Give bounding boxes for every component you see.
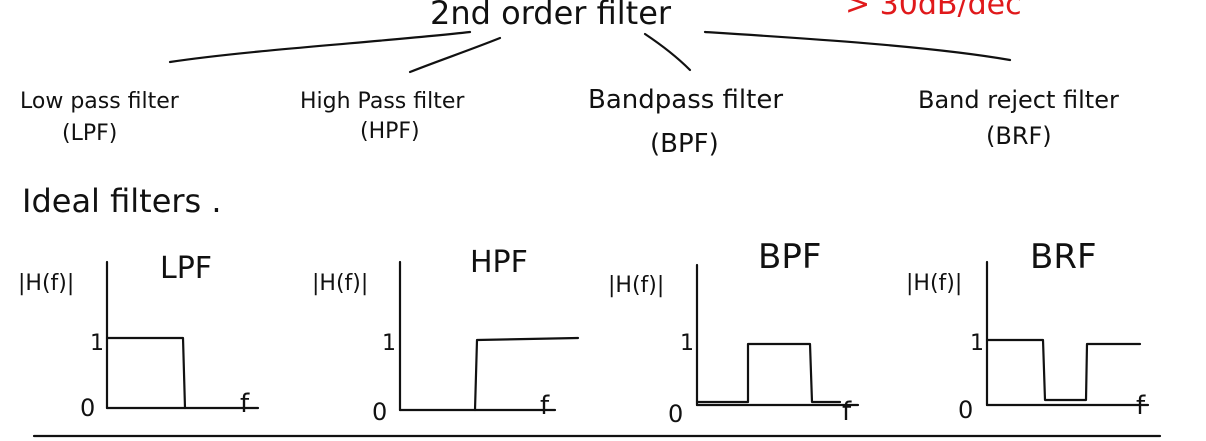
title-lpf: LPF	[160, 251, 212, 286]
connector-lpf	[168, 30, 472, 64]
response-bpf	[695, 342, 842, 404]
one-label-brf: 1	[970, 331, 984, 356]
plot-brf: |H(f)| BRF 1 0 f	[906, 237, 1150, 424]
one-label-hpf: 1	[382, 331, 396, 356]
one-label-lpf: 1	[90, 331, 104, 356]
plot-hpf: |H(f)| HPF 1 0 f	[312, 245, 580, 426]
connector-hpf	[408, 36, 502, 74]
ylabel-lpf: |H(f)|	[18, 271, 74, 296]
filter-abbr-lpf: (LPF)	[62, 121, 117, 146]
plot-lpf: |H(f)| LPF 1 0 f	[18, 251, 260, 422]
ylabel-hpf: |H(f)|	[312, 271, 368, 296]
filter-name-lpf: Low pass filter	[20, 89, 180, 114]
title-hpf: HPF	[470, 245, 528, 280]
filter-name-bpf: Bandpass filter	[588, 85, 783, 115]
one-label-bpf: 1	[680, 331, 694, 356]
xlabel-hpf: f	[540, 391, 550, 421]
filter-abbr-bpf: (BPF)	[650, 129, 719, 159]
filter-name-hpf: High Pass filter	[300, 89, 465, 114]
zero-label-bpf: 0	[668, 400, 683, 428]
zero-label-brf: 0	[958, 396, 973, 424]
heading: 2nd order filter	[430, 0, 672, 32]
title-brf: BRF	[1030, 237, 1097, 277]
connector-bpf	[643, 32, 692, 72]
zero-label-hpf: 0	[372, 398, 387, 426]
filter-name-brf: Band reject filter	[918, 86, 1119, 114]
filter-abbr-brf: (BRF)	[986, 122, 1052, 150]
response-lpf	[105, 336, 187, 410]
red-note: > 30dB/dec	[845, 0, 1022, 22]
plot-bpf: |H(f)| BPF 1 0 f	[608, 237, 860, 428]
xlabel-lpf: f	[240, 389, 250, 419]
zero-label-lpf: 0	[80, 394, 95, 422]
filter-abbr-hpf: (HPF)	[360, 119, 420, 144]
xlabel-bpf: f	[842, 397, 852, 427]
response-hpf	[473, 336, 580, 412]
ylabel-brf: |H(f)|	[906, 271, 962, 296]
title-bpf: BPF	[758, 237, 821, 277]
response-brf	[985, 338, 1142, 402]
section-title: Ideal filters .	[22, 182, 222, 220]
ylabel-bpf: |H(f)|	[608, 273, 664, 298]
connector-brf	[703, 30, 1012, 62]
